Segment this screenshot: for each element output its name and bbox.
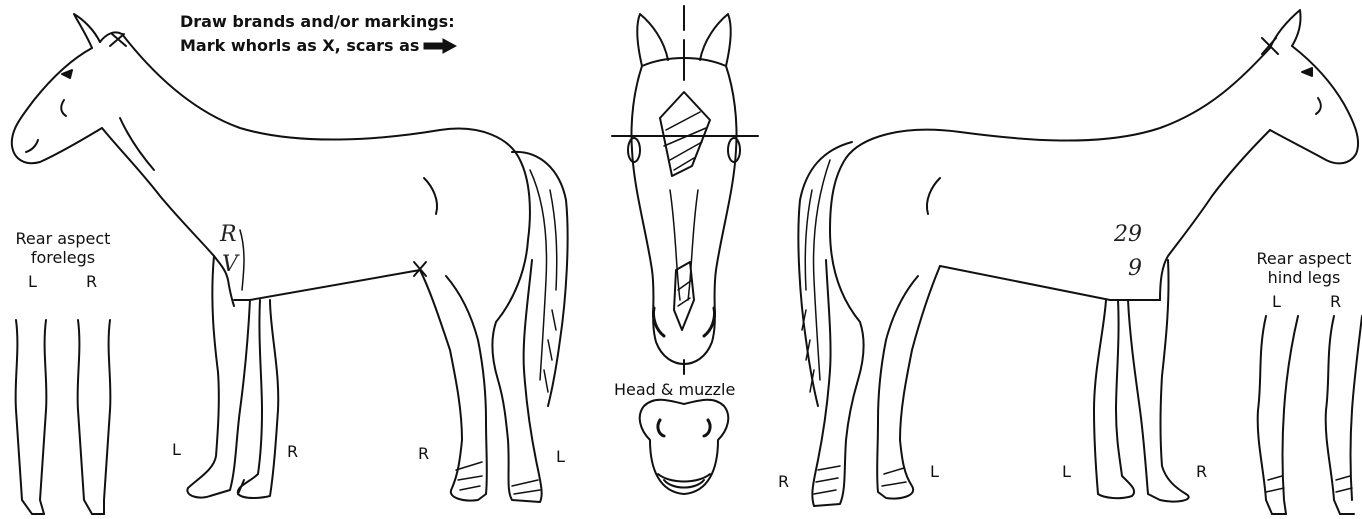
rear-aspect-hindlegs-outline <box>0 0 1362 519</box>
horse-markings-diagram: Draw brands and/or markings: Mark whorls… <box>0 0 1362 519</box>
